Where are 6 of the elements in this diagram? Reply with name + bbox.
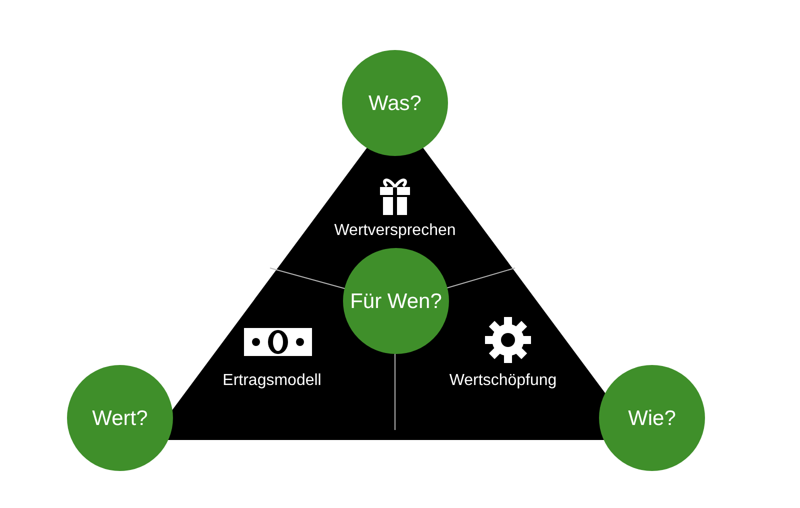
segment-label: Wertversprechen xyxy=(334,222,456,240)
segment-label: Ertragsmodell xyxy=(222,372,322,390)
question-circle: Wert? xyxy=(67,365,173,471)
question-circle: Wie? xyxy=(599,365,705,471)
segment-label: Wertschöpfung xyxy=(449,372,557,390)
question-circle: Was? xyxy=(342,50,448,156)
